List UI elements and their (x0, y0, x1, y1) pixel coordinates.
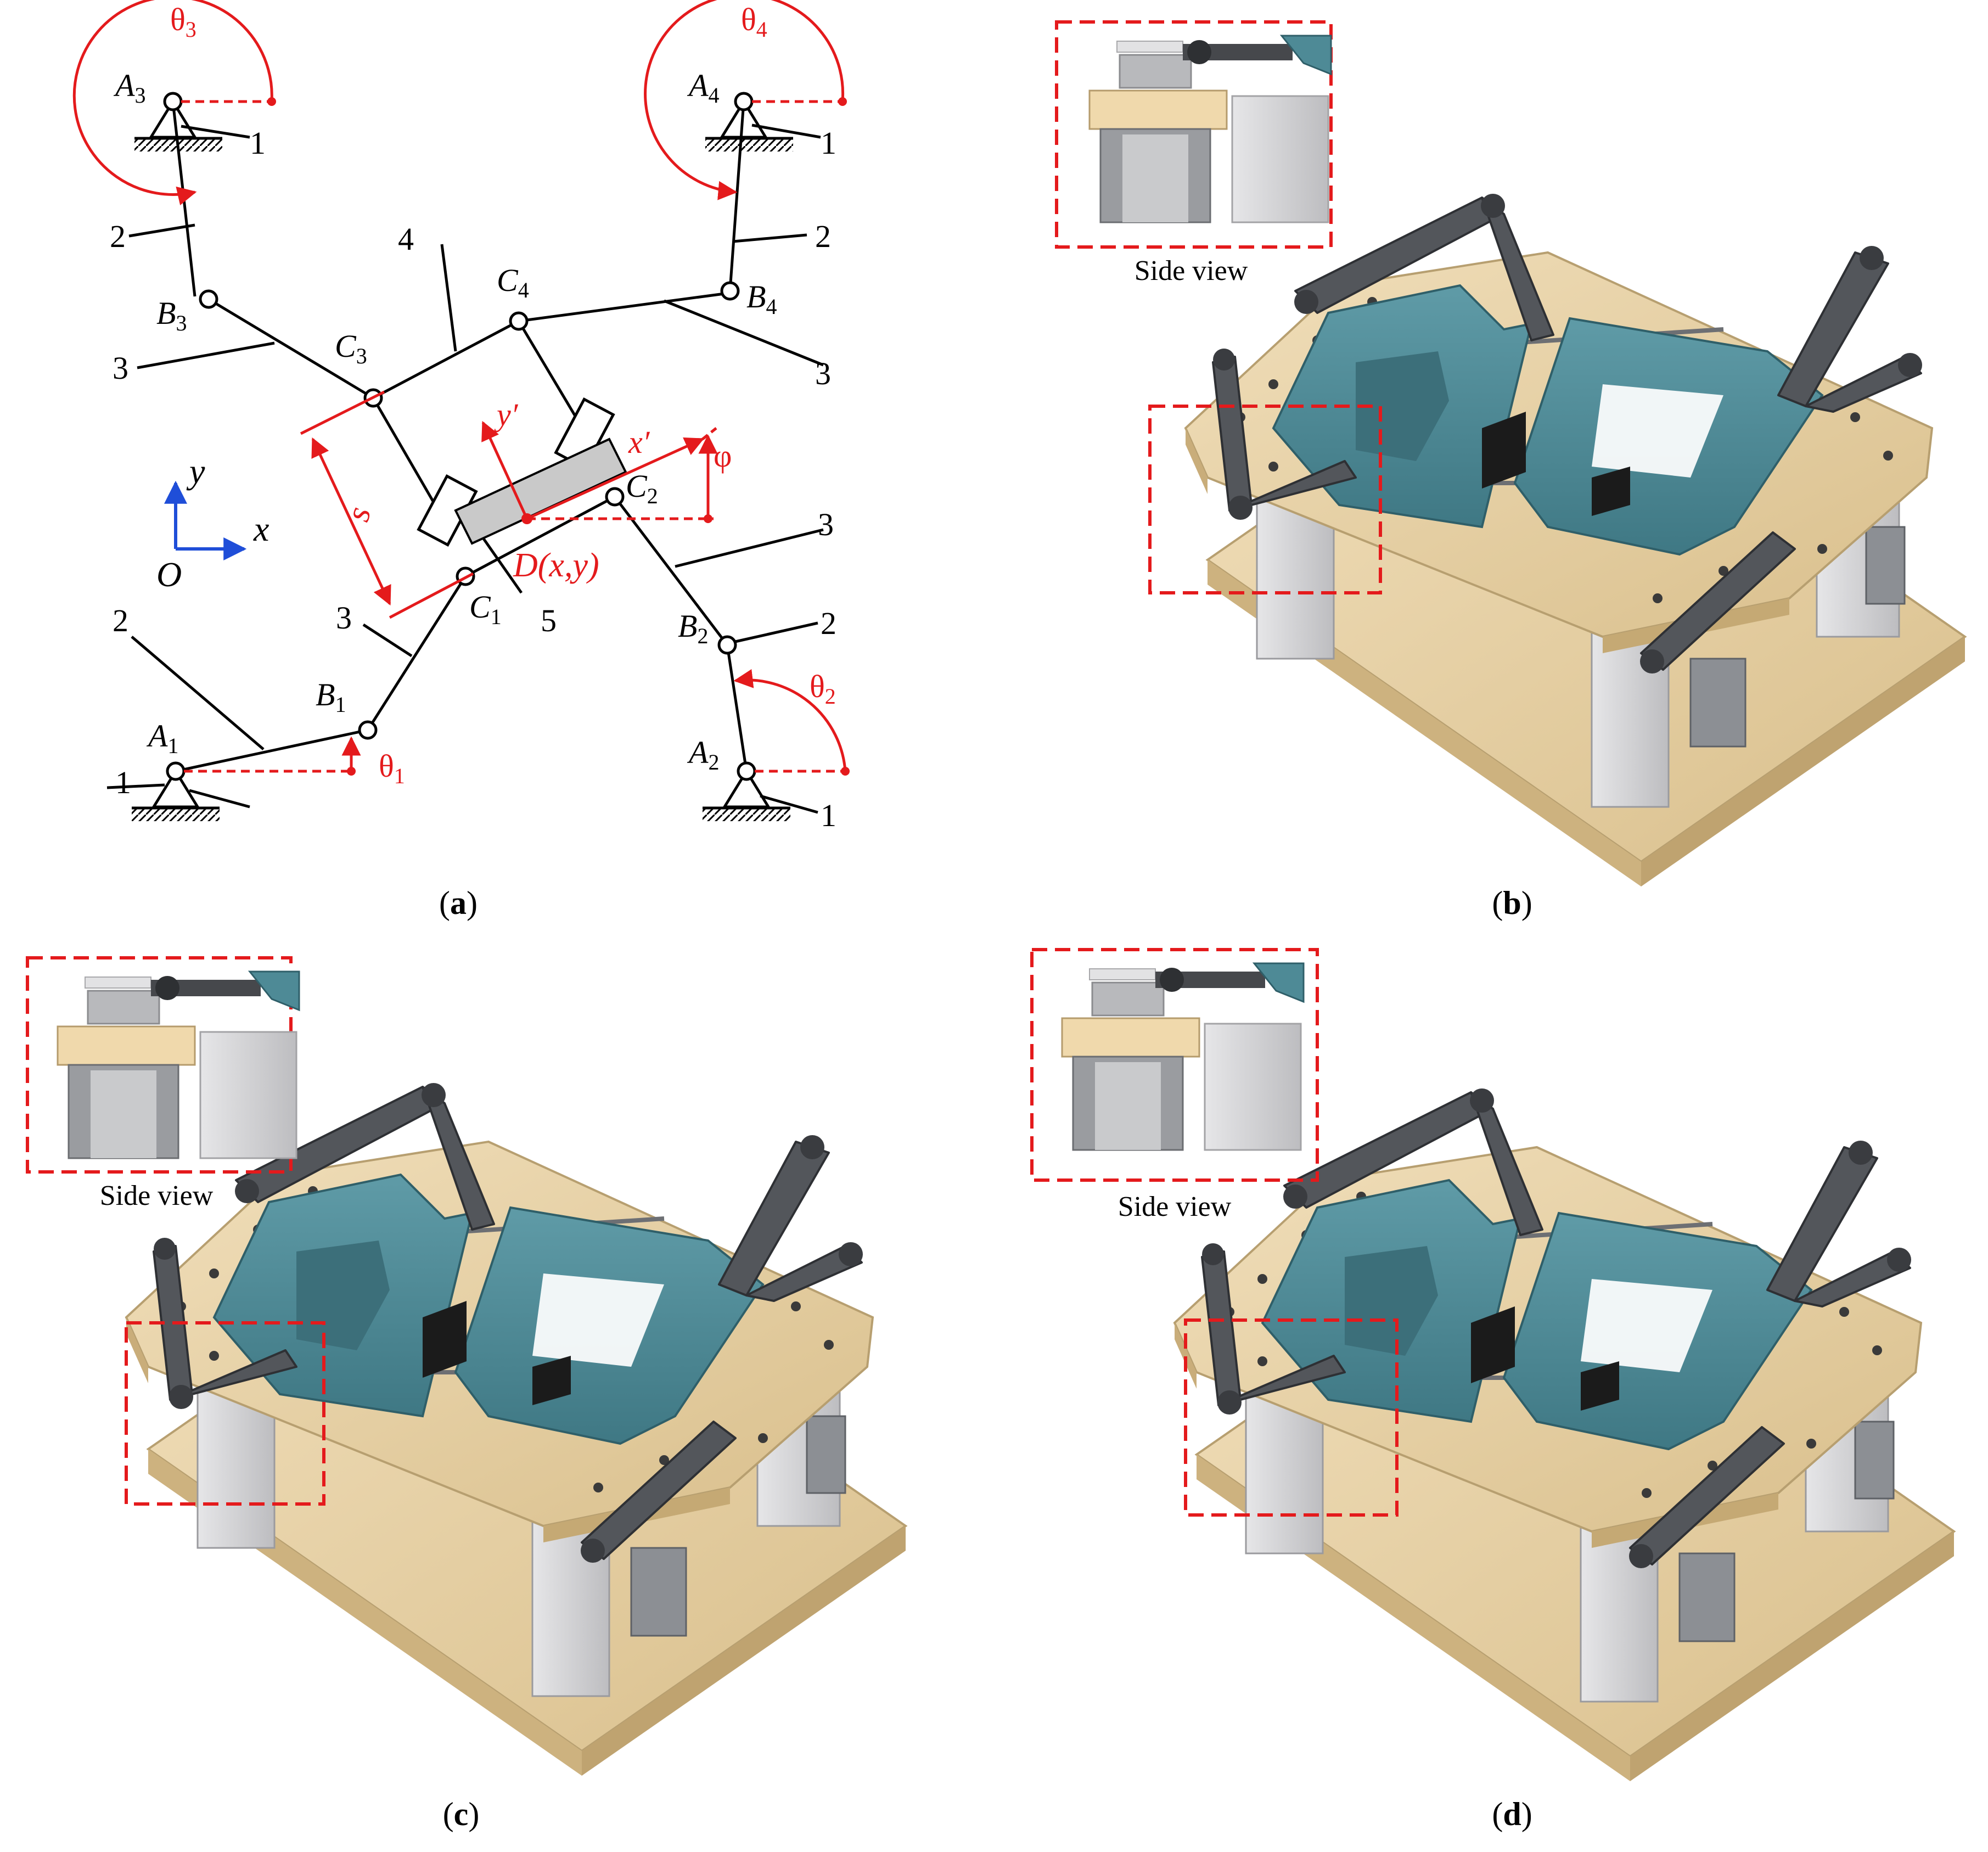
highlight-frame-c (125, 1321, 325, 1506)
machine-model-c (126, 1083, 906, 1776)
part-number-1-a4: 1 (821, 125, 836, 161)
joint-label-b3: B3 (156, 295, 187, 335)
axis-y-label: y (186, 452, 205, 491)
highlight-frame-d (1184, 1318, 1399, 1517)
part-number-1-a3: 1 (250, 125, 266, 161)
caption-d: (d) (1492, 1796, 1532, 1832)
inset-frame-b (1055, 20, 1333, 249)
theta2-label: θ2 (810, 669, 836, 709)
part-number-1-a2: 1 (821, 798, 836, 833)
joint-label-a2: A2 (687, 734, 719, 775)
red-annotations (72, 0, 847, 773)
side-view-inset-c (57, 970, 300, 1159)
caption-a: (a) (439, 885, 478, 921)
ground-support-a4 (705, 99, 793, 151)
axis-x-label: x (253, 509, 269, 548)
joint-label-a3: A3 (113, 68, 145, 108)
part-number-3-chain2: 3 (818, 507, 834, 542)
caption-c: (c) (443, 1796, 480, 1832)
inset-frame-d (1030, 948, 1319, 1182)
panel-a-kinematic-diagram: y x O (72, 0, 850, 921)
joint-label-b2: B2 (678, 608, 708, 648)
local-y-label: y′ (494, 397, 519, 433)
phi-label: φ (714, 438, 732, 474)
part-number-4: 4 (398, 221, 414, 257)
joint-label-c3: C3 (335, 328, 367, 368)
local-x-label: x′ (628, 424, 650, 460)
panel-d-render: Side view (d) (1030, 948, 1954, 1832)
red-dots (267, 97, 850, 776)
joint-label-a1: A1 (146, 718, 178, 758)
part-number-1-a1: 1 (115, 765, 131, 800)
side-view-inset-d (1061, 962, 1305, 1151)
caption-b: (b) (1492, 885, 1532, 921)
part-number-2-chain4: 2 (815, 218, 831, 254)
joint-label-c1: C1 (469, 589, 502, 629)
joint-label-a4: A4 (687, 68, 719, 108)
joint-label-c2: C2 (626, 468, 658, 508)
part-number-3-chain4: 3 (815, 356, 831, 391)
linkage-lines (106, 101, 824, 814)
ground-support-a1 (132, 768, 220, 821)
side-view-label-c: Side view (100, 1180, 214, 1211)
origin-label: O (156, 555, 182, 594)
ground-support-a2 (703, 768, 790, 821)
stroke-s-label: s (339, 503, 378, 525)
panel-b-render: Side view (b) (1055, 20, 1965, 921)
panel-c-render: Side view (c) (26, 956, 906, 1832)
side-view-label-d: Side view (1118, 1191, 1232, 1222)
part-number-2-chain1: 2 (113, 603, 128, 638)
part-number-3-chain1: 3 (336, 600, 352, 636)
global-axes: y x O (156, 452, 269, 594)
joint-label-c4: C4 (497, 262, 529, 302)
theta4-label: θ4 (741, 2, 767, 42)
end-point-label: D(x,y) (513, 547, 599, 584)
part-number-3-chain3: 3 (113, 350, 128, 386)
side-view-label-b: Side view (1135, 255, 1248, 287)
side-view-inset-b (1088, 35, 1332, 223)
theta1-label: θ1 (379, 748, 405, 788)
highlight-frame-b (1148, 405, 1382, 594)
part-number-5: 5 (541, 603, 557, 638)
joint-circles (163, 92, 756, 781)
part-number-2-chain2: 2 (821, 605, 836, 641)
joint-label-b4: B4 (746, 279, 777, 319)
theta3-label: θ3 (170, 2, 196, 42)
joint-label-b1: B1 (316, 677, 346, 717)
slider-blocks (417, 397, 627, 547)
part-number-2-chain3: 2 (110, 218, 126, 254)
machine-model-b (1186, 194, 1965, 886)
machine-model-d (1175, 1088, 1954, 1781)
